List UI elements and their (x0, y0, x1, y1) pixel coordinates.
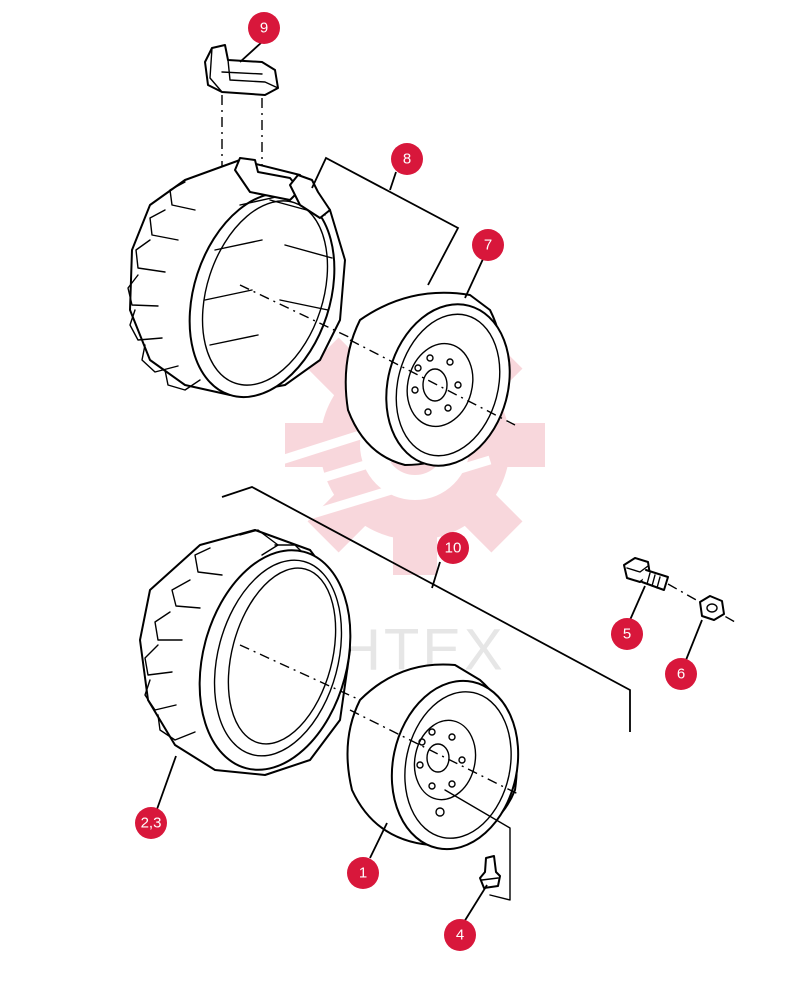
callout-5: 5 (611, 618, 643, 650)
callout-10: 10 (437, 532, 469, 564)
tire-with-track-part-8 (127, 157, 356, 399)
callout-6-label: 6 (677, 666, 685, 683)
callout-8-label: 8 (403, 151, 411, 168)
callout-9-label: 9 (260, 20, 268, 37)
wheel-rim-part-1 (346, 663, 521, 901)
callout-1-label: 1 (359, 865, 367, 882)
callout-2-3: 2,3 (135, 807, 167, 839)
callout-4-label: 4 (456, 927, 464, 944)
callout-8: 8 (391, 143, 423, 175)
nut-part-6 (699, 595, 725, 621)
callout-5-label: 5 (623, 626, 631, 643)
assembly-bracket-10 (221, 486, 631, 732)
callout-7-label: 7 (484, 237, 492, 254)
valve-stem-part-4 (479, 855, 501, 889)
callout-1: 1 (347, 857, 379, 889)
track-shoe-part-9 (204, 44, 279, 180)
leader-lines (155, 41, 703, 923)
callout-4: 4 (444, 919, 476, 951)
rim-part-7 (344, 291, 516, 467)
callout-7: 7 (472, 229, 504, 261)
callout-6: 6 (665, 658, 697, 690)
callout-9: 9 (248, 12, 280, 44)
callout-10-label: 10 (445, 540, 462, 557)
callout-2-3-label: 2,3 (141, 815, 162, 832)
tire-part-2-3 (139, 529, 361, 776)
